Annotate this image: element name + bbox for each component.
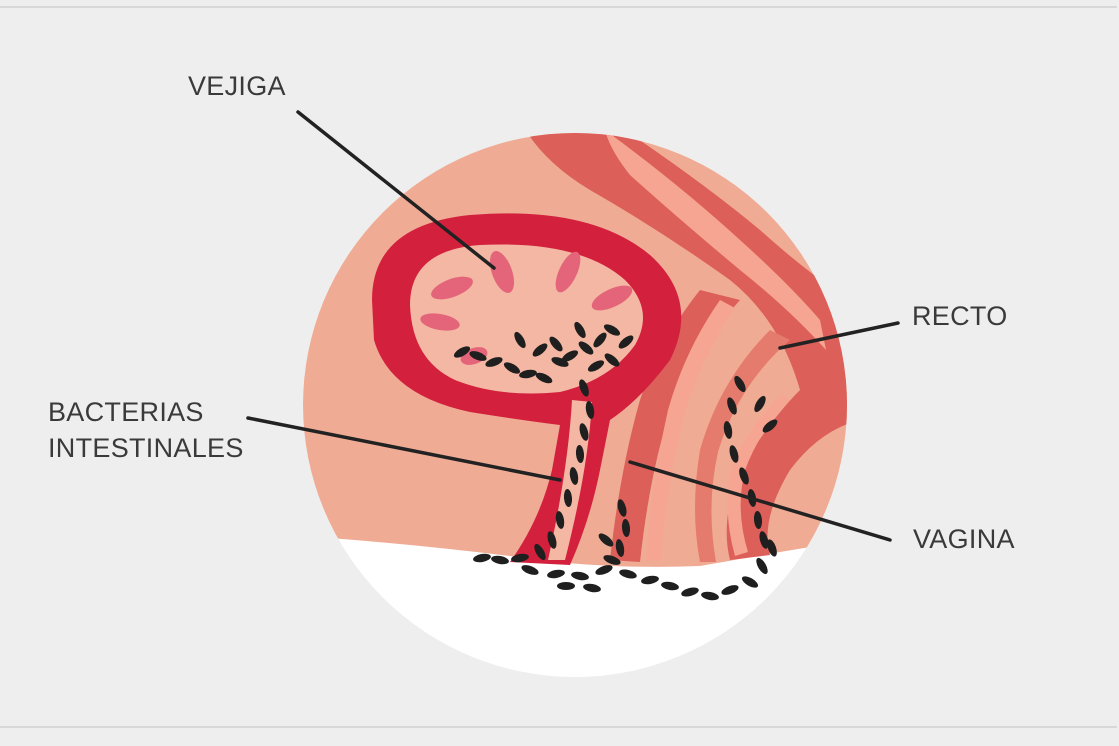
label-vagina: VAGINA <box>913 521 1015 557</box>
label-bacterias-line2: INTESTINALES <box>48 430 244 466</box>
label-bacterias-intestinales: BACTERIAS INTESTINALES <box>48 394 244 466</box>
label-recto: RECTO <box>912 298 1008 334</box>
label-bacterias-line1: BACTERIAS <box>48 394 244 430</box>
bacterium <box>557 582 575 590</box>
anatomy-section <box>290 120 860 567</box>
label-vejiga: VEJIGA <box>188 68 286 104</box>
